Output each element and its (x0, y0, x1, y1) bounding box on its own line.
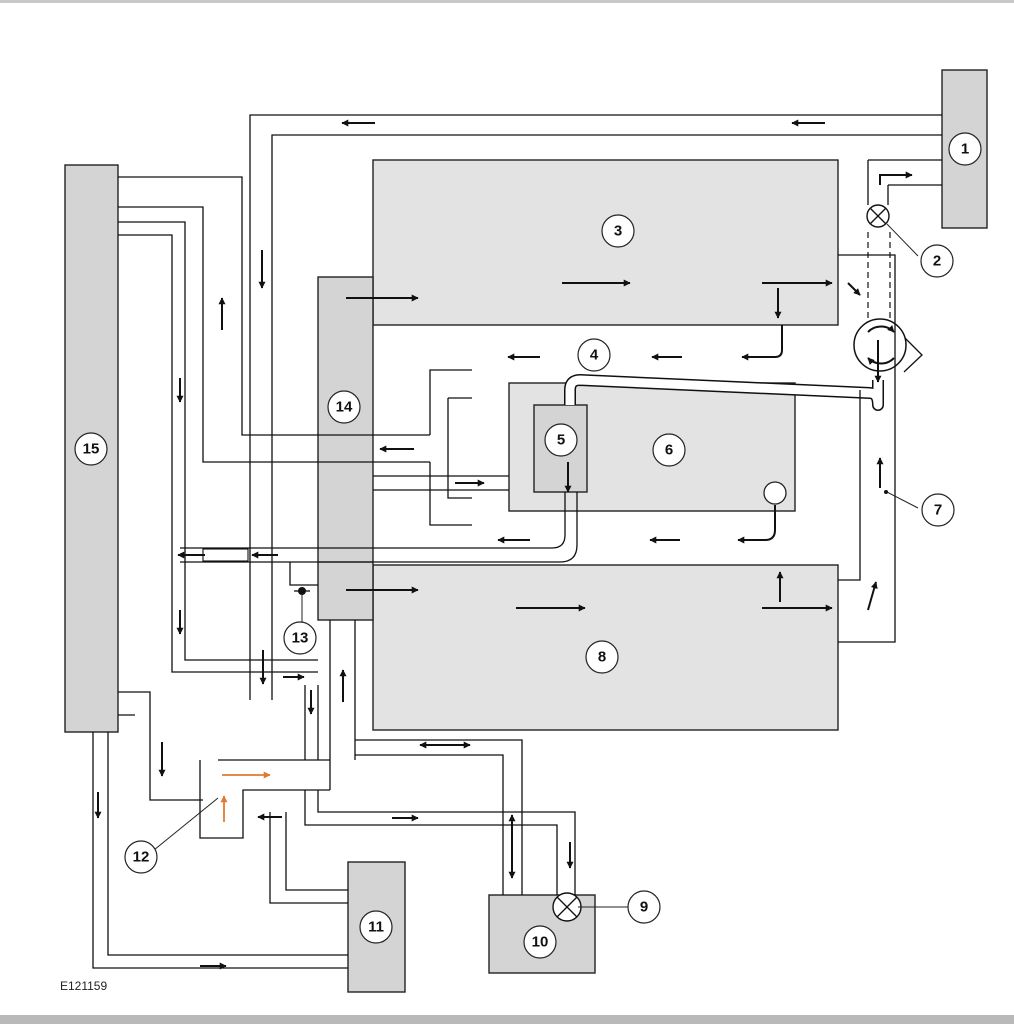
pipe-radiator-bottom (92, 732, 348, 969)
pipe-right-housing (838, 254, 896, 643)
pipe-to-reservoir (355, 739, 523, 895)
pipe-radiator-upper (118, 176, 430, 436)
callout-12: 12 (124, 840, 158, 874)
pipe-to-component-1 (867, 159, 942, 205)
svg-text:7: 7 (934, 502, 942, 519)
pipe-inner-branch (447, 397, 472, 499)
tube-inner (565, 375, 883, 410)
svg-text:4: 4 (590, 347, 599, 364)
callout-2: 2 (920, 244, 954, 278)
svg-text:10: 10 (532, 934, 549, 951)
callout-7: 7 (921, 493, 955, 527)
highlight-arrows (220, 771, 271, 822)
pipe-upper-branch (429, 369, 472, 435)
sensor-circle (763, 481, 787, 505)
check-valve-13 (294, 587, 310, 595)
pipe-check-valve (289, 562, 318, 586)
svg-text:8: 8 (598, 649, 606, 666)
callout-3: 3 (601, 214, 635, 248)
leader-12 (153, 797, 219, 851)
pipe-radiator-b (118, 234, 318, 673)
svg-text:1: 1 (961, 141, 969, 158)
svg-text:15: 15 (83, 441, 100, 458)
callout-11: 11 (359, 910, 393, 944)
flow-arrows (94, 119, 913, 970)
valve-2 (866, 204, 890, 228)
svg-text:6: 6 (665, 442, 673, 459)
pipe-to-component-6 (373, 475, 509, 491)
pipe-reservoir-return (304, 790, 576, 895)
callout-5: 5 (544, 423, 578, 457)
figure-code: E121159 (60, 979, 107, 993)
pipe-lower-branch (429, 462, 472, 526)
pipe-to-component-11 (269, 812, 348, 904)
pipe-from-14 (304, 685, 319, 760)
callout-9: 9 (627, 890, 661, 924)
svg-text:12: 12 (133, 849, 150, 866)
water-pump (853, 318, 923, 373)
bottom-border (0, 1015, 1014, 1024)
pump-shaft-dashes (867, 232, 891, 320)
callout-10: 10 (523, 925, 557, 959)
pipe-center-vertical (329, 620, 356, 790)
pipe-bypass-inner (180, 492, 578, 563)
callout-15: 15 (74, 432, 108, 466)
leader-2 (886, 223, 919, 257)
svg-text:11: 11 (368, 919, 384, 936)
svg-text:14: 14 (336, 399, 353, 416)
pipe-top-outer (249, 114, 942, 700)
component-3-cylinder-bank (372, 159, 839, 326)
callout-4: 4 (577, 338, 611, 372)
pipe-radiator-lower (118, 691, 203, 801)
callout-6: 6 (652, 433, 686, 467)
pipe-top-inner (271, 134, 942, 700)
svg-text:5: 5 (557, 432, 565, 449)
valve-9 (552, 892, 582, 922)
bypass-restrictor (202, 548, 249, 562)
component-14 (317, 276, 374, 621)
svg-text:13: 13 (292, 630, 309, 647)
top-border (0, 0, 1014, 3)
pipe-junction-12 (199, 759, 330, 839)
callout-8: 8 (585, 640, 619, 674)
callout-1: 1 (948, 132, 982, 166)
leader-7 (886, 491, 919, 509)
pipe-right-inner (838, 390, 861, 581)
svg-text:3: 3 (614, 223, 622, 240)
pipe-radiator-a (118, 221, 318, 661)
pipe-radiator-mid (118, 206, 430, 463)
pipe-bypass-outer (180, 492, 566, 549)
callout-13: 13 (283, 621, 317, 655)
svg-text:9: 9 (640, 899, 648, 916)
svg-text:2: 2 (933, 253, 941, 270)
callout-14: 14 (327, 390, 361, 424)
